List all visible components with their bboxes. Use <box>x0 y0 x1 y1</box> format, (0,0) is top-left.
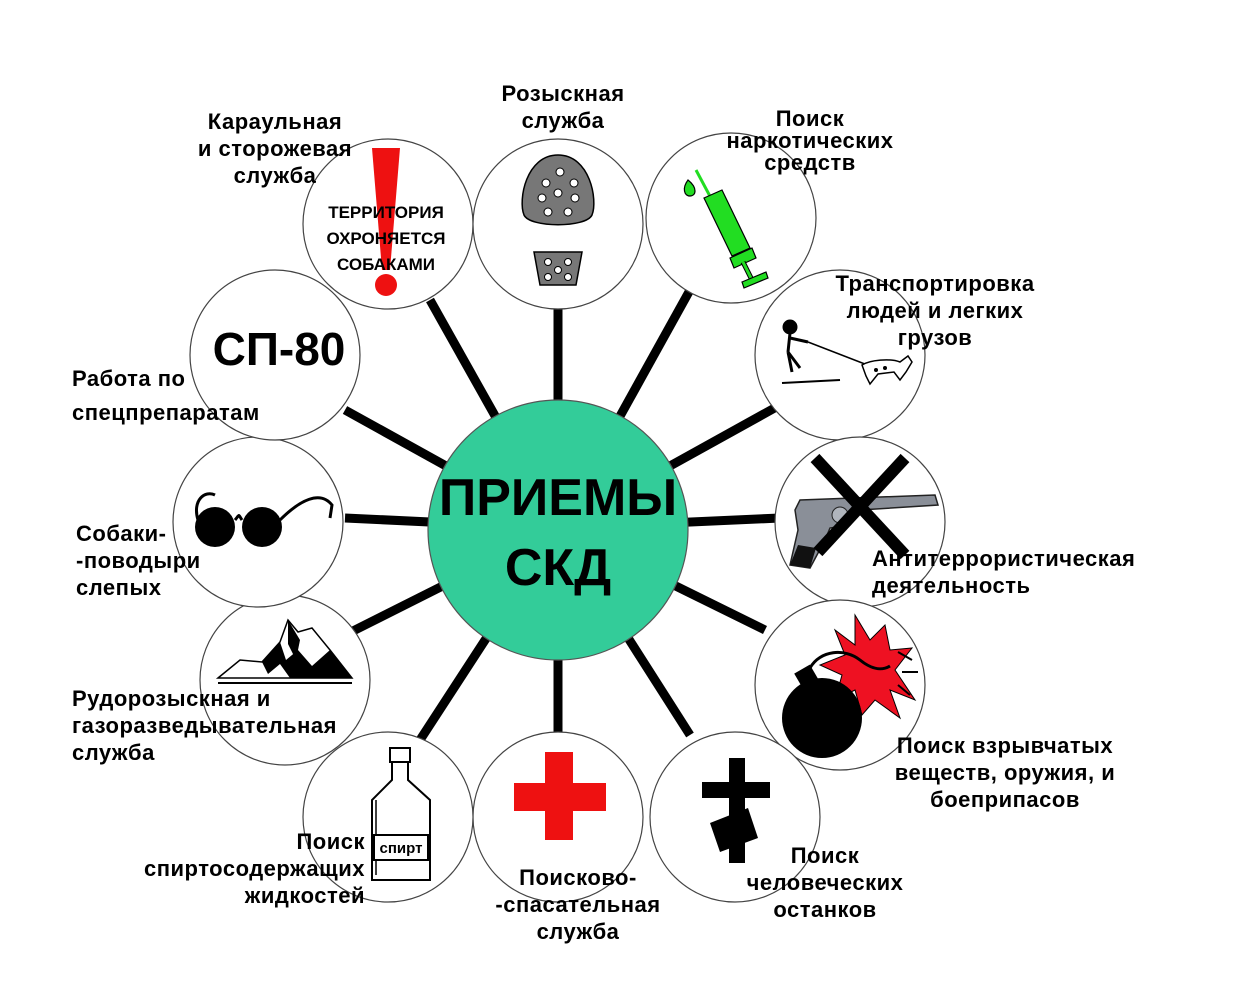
sp-code: СП-80 <box>213 323 346 375</box>
grave-cross-icon <box>702 758 770 863</box>
label-guard: Караульная и сторожевая служба <box>197 109 353 188</box>
label-remains: Поиск человеческих останков <box>746 843 904 922</box>
cross-out-icon <box>810 453 910 560</box>
syringe-icon <box>683 169 769 289</box>
label-special: Работа по спецпрепаратам <box>72 366 260 425</box>
center-title-line1: ПРИЕМЫ <box>439 469 677 527</box>
sign-line2: ОХРОНЯЕТСЯ <box>327 229 446 248</box>
label-rescue: Поисково- -спасательная служба <box>495 865 661 944</box>
mountains-icon <box>215 618 354 684</box>
circle-special <box>189 269 361 441</box>
label-drugs: Поиск наркотических средств <box>726 106 894 175</box>
bottle-label: спирт <box>380 840 423 857</box>
label-ore: Рудорозыскная и газоразведывательная слу… <box>72 686 337 765</box>
skier-icon <box>781 319 871 384</box>
label-alcohol: Поиск спиртосодержащих жидкостей <box>144 829 365 908</box>
bottle-icon <box>371 747 431 881</box>
red-cross-icon <box>514 752 606 840</box>
center-title-line2: СКД <box>505 539 611 597</box>
exclamation-icon <box>372 148 400 296</box>
footprint-icon <box>521 154 595 286</box>
revolver-icon <box>789 494 939 569</box>
sign-line3: СОБАКАМИ <box>337 255 435 274</box>
label-transport: Транспортировка людей и легких грузов <box>835 271 1035 350</box>
sign-line1: ТЕРРИТОРИЯ <box>328 203 444 222</box>
center-circle <box>427 399 689 661</box>
label-explosives: Поиск взрывчатых веществ, оружия, и боеп… <box>894 733 1116 812</box>
label-guide: Собаки- -поводыри слепых <box>76 521 201 600</box>
glasses-icon <box>195 492 334 547</box>
label-search: Розыскная служба <box>501 81 625 133</box>
bomb-icon <box>782 650 891 758</box>
label-antiterror: Антитеррористическая деятельность <box>872 546 1136 598</box>
sled-dog-icon <box>861 354 913 386</box>
